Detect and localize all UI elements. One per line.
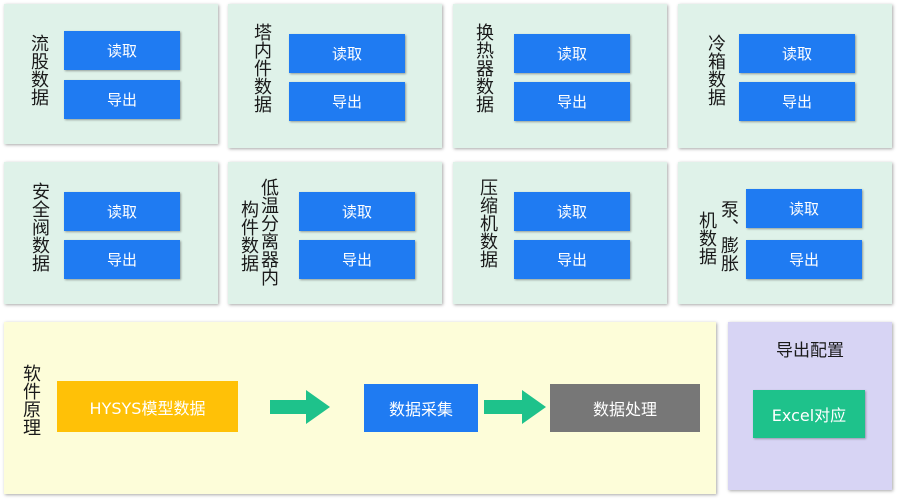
data-collection-box: 数据采集 (364, 384, 478, 432)
read-button[interactable]: 读取 (299, 192, 415, 231)
panel-stream-data: 流股数据 读取 导出 (4, 4, 218, 144)
panel-cryo-separator-internals-data: 低温分离器内 构件数据 读取 导出 (228, 162, 442, 304)
software-principle-label: 软件原理 (20, 364, 41, 436)
read-button[interactable]: 读取 (514, 34, 630, 73)
panel-label: 塔内件数据 (251, 23, 272, 113)
panel-safety-valve-data: 安全阀数据 读取 导出 (4, 162, 218, 304)
panel-label-col1: 泵、膨胀 (718, 200, 739, 272)
read-button[interactable]: 读取 (289, 34, 405, 73)
export-button[interactable]: 导出 (299, 240, 415, 279)
excel-mapping-button[interactable]: Excel对应 (753, 390, 865, 438)
panel-label: 换热器数据 (473, 23, 494, 113)
hysys-model-data-box: HYSYS模型数据 (57, 381, 238, 432)
data-processing-box: 数据处理 (550, 384, 700, 432)
panel-label: 流股数据 (28, 34, 49, 106)
read-button[interactable]: 读取 (739, 34, 855, 73)
panel-label: 冷箱数据 (705, 34, 726, 106)
panel-label: 压缩机数据 (477, 178, 498, 268)
export-button[interactable]: 导出 (289, 82, 405, 121)
panel-label-col1: 低温分离器内 (258, 178, 279, 286)
export-button[interactable]: 导出 (739, 82, 855, 121)
panel-heat-exchanger-data: 换热器数据 读取 导出 (453, 4, 667, 148)
panel-tower-internals-data: 塔内件数据 读取 导出 (228, 4, 442, 148)
software-principle-panel: 软件原理 HYSYS模型数据 数据采集 数据处理 (4, 322, 716, 494)
read-button[interactable]: 读取 (746, 189, 862, 228)
export-button[interactable]: 导出 (64, 240, 180, 279)
panel-pump-expander-data: 泵、膨胀 机数据 读取 导出 (678, 162, 892, 304)
arrow-right-icon (484, 390, 546, 424)
read-button[interactable]: 读取 (64, 192, 180, 231)
panel-compressor-data: 压缩机数据 读取 导出 (453, 162, 667, 304)
export-config-panel: 导出配置 Excel对应 (728, 322, 892, 490)
export-button[interactable]: 导出 (64, 80, 180, 119)
read-button[interactable]: 读取 (514, 192, 630, 231)
panel-label-col2: 机数据 (696, 211, 717, 265)
panel-label: 安全阀数据 (29, 182, 50, 272)
export-button[interactable]: 导出 (514, 82, 630, 121)
arrow-right-icon (270, 390, 330, 424)
export-button[interactable]: 导出 (514, 240, 630, 279)
read-button[interactable]: 读取 (64, 31, 180, 70)
panel-label-col2: 构件数据 (238, 200, 259, 272)
export-config-title: 导出配置 (776, 341, 844, 361)
panel-cold-box-data: 冷箱数据 读取 导出 (678, 4, 892, 148)
export-button[interactable]: 导出 (746, 240, 862, 279)
